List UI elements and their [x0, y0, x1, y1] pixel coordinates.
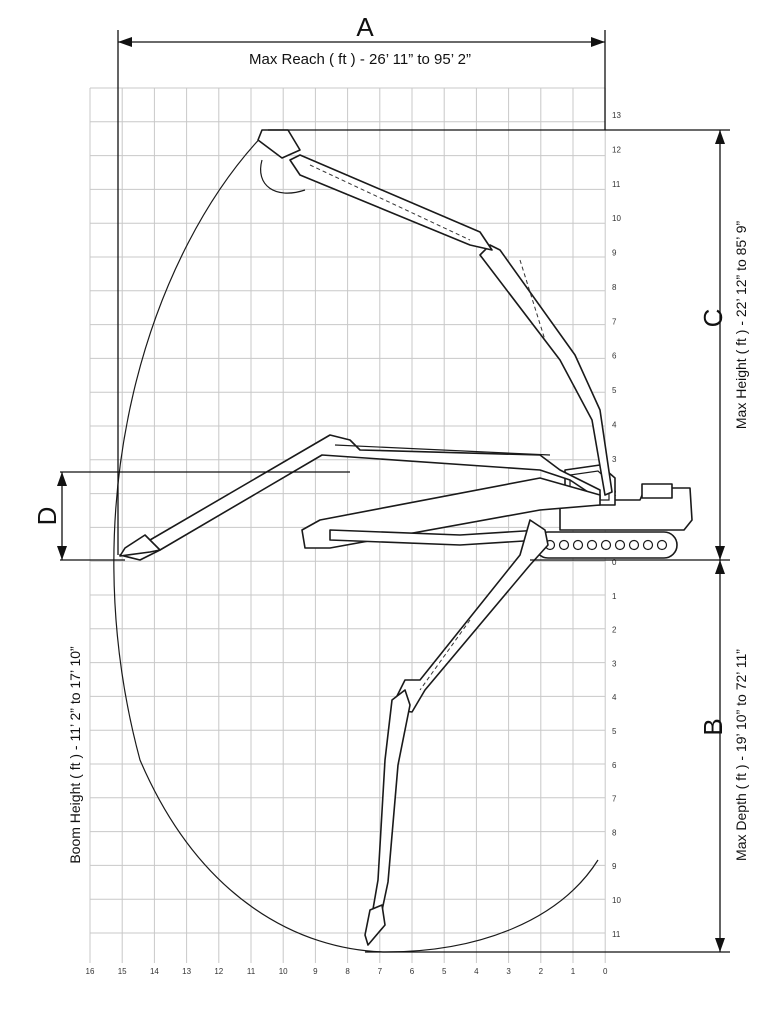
track-roller — [614, 539, 626, 551]
right-tick-label: 11 — [612, 180, 621, 189]
bottom-tick-label: 0 — [603, 967, 608, 976]
track-roller — [642, 539, 654, 551]
bucket-tip-arc — [260, 159, 306, 194]
excavator-body — [534, 464, 693, 559]
boom-pose-max-height — [257, 129, 613, 496]
track-roller — [572, 539, 584, 551]
right-tick-label: 12 — [612, 145, 621, 154]
boom-pose-max-reach — [119, 434, 601, 561]
track-roller — [586, 539, 598, 551]
dimension-d-label: Boom Height ( ft ) - 11’ 2” to 17’ 10” — [67, 646, 83, 864]
bottom-tick-label: 6 — [410, 967, 415, 976]
dimension-d-boom-height: D Boom Height ( ft ) - 11’ 2” to 17’ 10” — [32, 471, 350, 864]
track-rollers — [544, 539, 668, 551]
bottom-tick-label: 8 — [345, 967, 350, 976]
dimension-a-letter: A — [356, 12, 374, 42]
bottom-tick-label: 1 — [571, 967, 576, 976]
bottom-tick-label: 13 — [182, 967, 191, 976]
right-tick-label: 10 — [612, 214, 621, 223]
right-tick-label: 8 — [612, 828, 617, 837]
right-tick-label: 10 — [612, 896, 621, 905]
track-roller — [558, 539, 570, 551]
track-roller — [628, 539, 640, 551]
right-tick-label: 5 — [612, 727, 617, 736]
dimension-b-letter: B — [698, 718, 728, 735]
working-range-envelope — [113, 129, 599, 953]
bottom-tick-label: 16 — [86, 967, 95, 976]
dimension-c-max-height: C Max Height ( ft ) - 22’ 12” to 85’ 9” — [268, 129, 749, 560]
right-tick-label: 6 — [612, 761, 617, 770]
track-roller — [600, 539, 612, 551]
right-tick-label: 4 — [612, 693, 617, 702]
bottom-tick-label: 5 — [442, 967, 447, 976]
bottom-tick-label: 2 — [539, 967, 544, 976]
right-tick-label: 9 — [612, 249, 617, 258]
dimension-c-letter: C — [698, 309, 728, 328]
bottom-tick-label: 3 — [506, 967, 511, 976]
right-tick-label: 5 — [612, 386, 617, 395]
right-tick-label: 4 — [612, 420, 617, 429]
boom-pose-folded — [301, 477, 601, 549]
dimension-c-label: Max Height ( ft ) - 22’ 12” to 85’ 9” — [733, 221, 749, 430]
bottom-tick-label: 7 — [378, 967, 383, 976]
right-tick-label: 3 — [612, 455, 617, 464]
boom-pose-max-depth — [364, 519, 549, 946]
right-tick-label: 13 — [612, 111, 621, 120]
bottom-tick-label: 12 — [214, 967, 223, 976]
bottom-tick-label: 14 — [150, 967, 159, 976]
dimension-a-label: Max Reach ( ft ) - 26’ 11” to 95’ 2” — [249, 51, 471, 68]
right-tick-label: 7 — [612, 795, 617, 804]
engine-hood — [641, 483, 673, 499]
dimension-b-label: Max Depth ( ft ) - 19’ 10” to 72’ 11” — [733, 649, 749, 861]
right-tick-label: 7 — [612, 317, 617, 326]
right-tick-label: 8 — [612, 283, 617, 292]
bottom-tick-label: 15 — [118, 967, 127, 976]
bottom-tick-label: 9 — [313, 967, 318, 976]
dimension-d-letter: D — [32, 507, 62, 526]
right-tick-label: 1 — [612, 592, 617, 601]
bottom-tick-label: 11 — [247, 967, 256, 976]
bottom-tick-label: 4 — [474, 967, 479, 976]
right-tick-label: 11 — [612, 930, 621, 939]
right-tick-label: 2 — [612, 626, 617, 635]
track-roller — [656, 539, 668, 551]
right-tick-label: 3 — [612, 659, 617, 668]
bottom-tick-label: 10 — [279, 967, 288, 976]
dimension-b-max-depth: B Max Depth ( ft ) - 19’ 10” to 72’ 11” — [365, 560, 749, 953]
right-tick-label: 9 — [612, 862, 617, 871]
right-tick-label: 6 — [612, 352, 617, 361]
dimension-a-max-reach: A Max Reach ( ft ) - 26’ 11” to 95’ 2” — [117, 12, 606, 555]
right-tick-label: 0 — [612, 558, 617, 567]
